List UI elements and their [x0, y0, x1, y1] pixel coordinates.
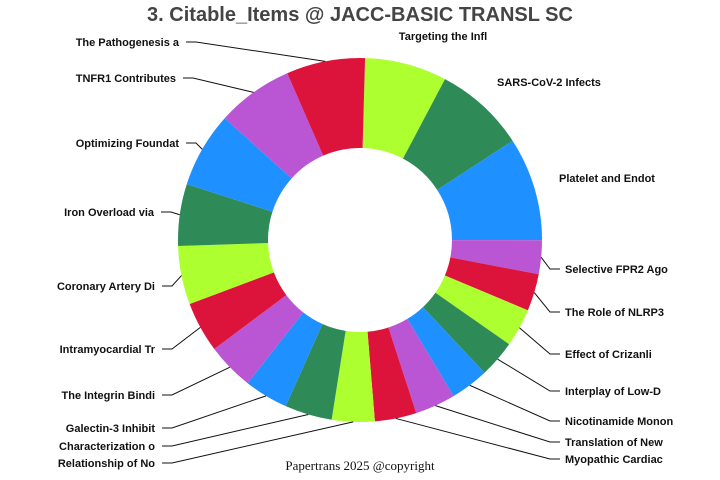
- slice-label: The Role of NLRP3: [565, 307, 664, 319]
- leader-line: [469, 384, 560, 422]
- slice-label: The Integrin Bindi: [62, 390, 156, 402]
- leader-line: [435, 405, 560, 443]
- leader-line: [186, 41, 326, 62]
- leader-line: [162, 413, 309, 447]
- slice-label: Myopathic Cardiac: [565, 454, 663, 466]
- slice-label: Relationship of No: [58, 458, 155, 470]
- slice-label: Selective FPR2 Ago: [565, 264, 668, 276]
- leader-line: [162, 395, 267, 429]
- slice-label: Platelet and Endot: [559, 173, 655, 185]
- leader-line: [161, 211, 180, 216]
- chart-title: 3. Citable_Items @ JACC-BASIC TRANSL SC: [147, 4, 573, 26]
- slice-12[interactable]: [247, 312, 323, 407]
- leader-line: [186, 142, 203, 150]
- slice-label: SARS-CoV-2 Infects: [497, 77, 601, 89]
- slice-label: Nicotinamide Monon: [565, 416, 673, 428]
- slice-5[interactable]: [435, 275, 528, 345]
- slice-4[interactable]: [444, 257, 539, 311]
- slice-11[interactable]: [285, 323, 346, 420]
- slice-label: Coronary Artery Di: [57, 281, 155, 293]
- slice-label: Intramyocardial Tr: [60, 344, 156, 356]
- slice-9[interactable]: [367, 327, 417, 422]
- leader-line: [540, 257, 560, 270]
- slice-15[interactable]: [178, 243, 274, 305]
- slice-label: Effect of Crizanli: [565, 349, 652, 361]
- footer-copyright: Papertrans 2025 @copyright: [285, 458, 435, 473]
- slice-label: The Pathogenesis a: [76, 37, 180, 49]
- slice-7[interactable]: [407, 307, 485, 397]
- slice-17[interactable]: [186, 118, 292, 212]
- slice-label: Characterization o: [59, 441, 155, 453]
- leader-line: [162, 275, 182, 287]
- slice-14[interactable]: [189, 272, 287, 350]
- slice-18[interactable]: [224, 73, 324, 179]
- slice-16[interactable]: [177, 184, 273, 247]
- slice-3[interactable]: [450, 240, 542, 275]
- slice-19[interactable]: [287, 58, 366, 156]
- slice-8[interactable]: [388, 318, 454, 414]
- slice-6[interactable]: [422, 292, 510, 373]
- slice-10[interactable]: [331, 330, 375, 423]
- slice-2[interactable]: [437, 140, 543, 241]
- leader-line: [162, 366, 231, 396]
- slice-label: Targeting the Infl: [399, 31, 487, 43]
- slice-label: Interplay of Low-D: [565, 386, 661, 398]
- slice-label: Translation of New: [565, 437, 663, 449]
- leader-line: [395, 417, 560, 460]
- slice-label: Optimizing Foundat: [76, 138, 180, 150]
- leader-line: [162, 327, 201, 350]
- slice-13[interactable]: [214, 295, 304, 384]
- slice-0[interactable]: [362, 58, 446, 159]
- leader-line: [519, 327, 560, 355]
- slice-label: TNFR1 Contributes: [76, 73, 176, 85]
- slice-label: Galectin-3 Inhibit: [66, 423, 156, 435]
- slice-label: Iron Overload via: [64, 207, 155, 219]
- slice-1[interactable]: [402, 79, 513, 190]
- leader-line: [497, 358, 560, 392]
- leader-line: [162, 421, 354, 464]
- leader-line: [533, 292, 560, 313]
- leader-line: [183, 77, 254, 93]
